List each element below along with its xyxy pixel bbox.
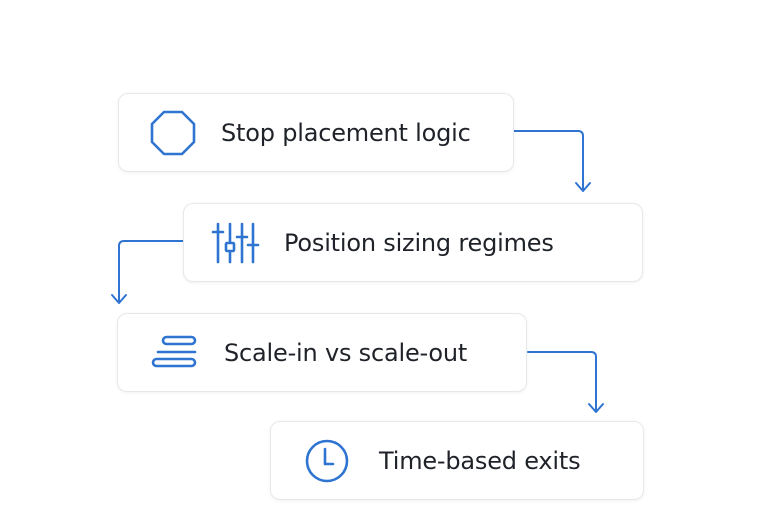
- sliders-icon: [208, 217, 260, 269]
- clock-icon: [301, 435, 353, 487]
- connector-arrow-2: [118, 240, 184, 303]
- step-label: Time-based exits: [379, 446, 581, 475]
- step-label: Stop placement logic: [221, 118, 471, 147]
- step-card-time-based-exits: Time-based exits: [270, 421, 644, 500]
- step-card-position-sizing: Position sizing regimes: [183, 203, 643, 282]
- connector-arrow-1: [513, 130, 584, 191]
- connector-arrowhead-3: [588, 403, 604, 413]
- step-card-stop-placement: Stop placement logic: [118, 93, 514, 172]
- connector-arrowhead-2: [111, 294, 127, 304]
- connector-arrow-3: [527, 351, 597, 412]
- step-card-scale-in-out: Scale-in vs scale-out: [117, 313, 527, 392]
- stacked-bars-icon: [148, 327, 200, 379]
- octagon-icon: [147, 107, 199, 159]
- step-label: Position sizing regimes: [284, 228, 554, 257]
- connector-arrowhead-1: [575, 182, 591, 192]
- step-label: Scale-in vs scale-out: [224, 338, 468, 367]
